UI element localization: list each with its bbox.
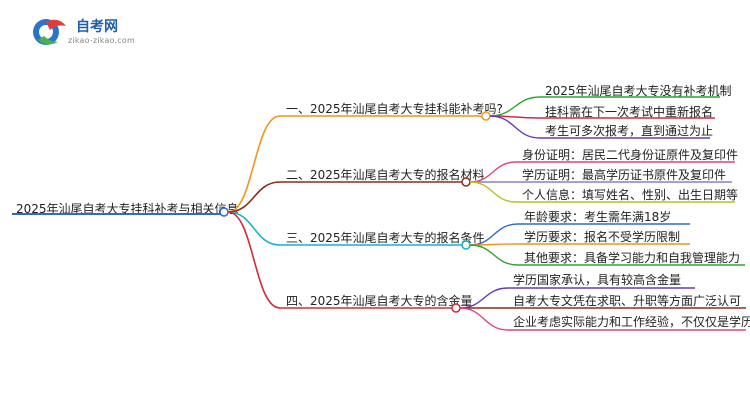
branch-2-leaf-3: 个人信息：填写姓名、性别、出生日期等 xyxy=(522,187,738,202)
branch-2-dot xyxy=(461,177,471,187)
logo xyxy=(28,14,148,54)
branch-4-leaf-3-connector xyxy=(459,307,509,331)
branch-1-leaf-3-connector xyxy=(489,115,541,139)
logo-url: zikao-zikao.com xyxy=(68,36,135,45)
branch-3-connector xyxy=(227,211,281,246)
branch-4-label: 四、2025年汕尾自考大专的含金量 xyxy=(286,293,473,308)
branch-4-leaf-2: 自考大专文凭在求职、升职等方面广泛认可 xyxy=(513,293,741,308)
branch-2-leaf-3-connector xyxy=(469,181,517,203)
branch-4-leaf-1: 学历国家承认，具有较高含金量 xyxy=(513,272,681,287)
branch-2-leaf-2: 学历证明：最高学历证书原件及复印件 xyxy=(522,167,726,182)
branch-3-leaf-3-connector xyxy=(469,244,519,266)
root-connector-dot xyxy=(219,207,229,217)
branch-1-leaf-3: 考生可多次报考，直到通过为止 xyxy=(545,123,713,138)
branch-1-connector xyxy=(227,115,281,213)
root-node-label: 2025年汕尾自考大专挂科补考与相关信息 xyxy=(16,201,239,216)
branch-3-leaf-2: 学历要求：报名不受学历限制 xyxy=(524,229,680,244)
branch-2-leaf-1: 身份证明：居民二代身份证原件及复印件 xyxy=(522,147,738,162)
branch-2-connector xyxy=(227,181,281,213)
branch-2-label: 二、2025年汕尾自考大专的报名材料 xyxy=(286,167,485,182)
branch-4-leaf-3: 企业考虑实际能力和工作经验，不仅仅是学历 xyxy=(513,314,750,329)
branch-3-label: 三、2025年汕尾自考大专的报名条件 xyxy=(286,230,485,245)
branch-1-leaf-1: 2025年汕尾自考大专没有补考机制 xyxy=(545,83,732,98)
branch-3-dot xyxy=(461,240,471,250)
logo-icon xyxy=(33,19,66,45)
branch-1-dot xyxy=(481,111,491,121)
branch-1-leaf-2: 挂科需在下一次考试中重新报名 xyxy=(545,104,713,119)
branch-3-leaf-3: 其他要求：具备学习能力和自我管理能力 xyxy=(524,250,740,265)
branch-4-connector xyxy=(227,211,281,309)
branch-3-leaf-1: 年龄要求：考生需年满18岁 xyxy=(524,209,671,224)
logo-title: 自考网 xyxy=(76,19,118,35)
branch-1-label: 一、2025年汕尾自考大专挂科能补考吗? xyxy=(286,101,503,116)
branch-4-dot xyxy=(451,303,461,313)
